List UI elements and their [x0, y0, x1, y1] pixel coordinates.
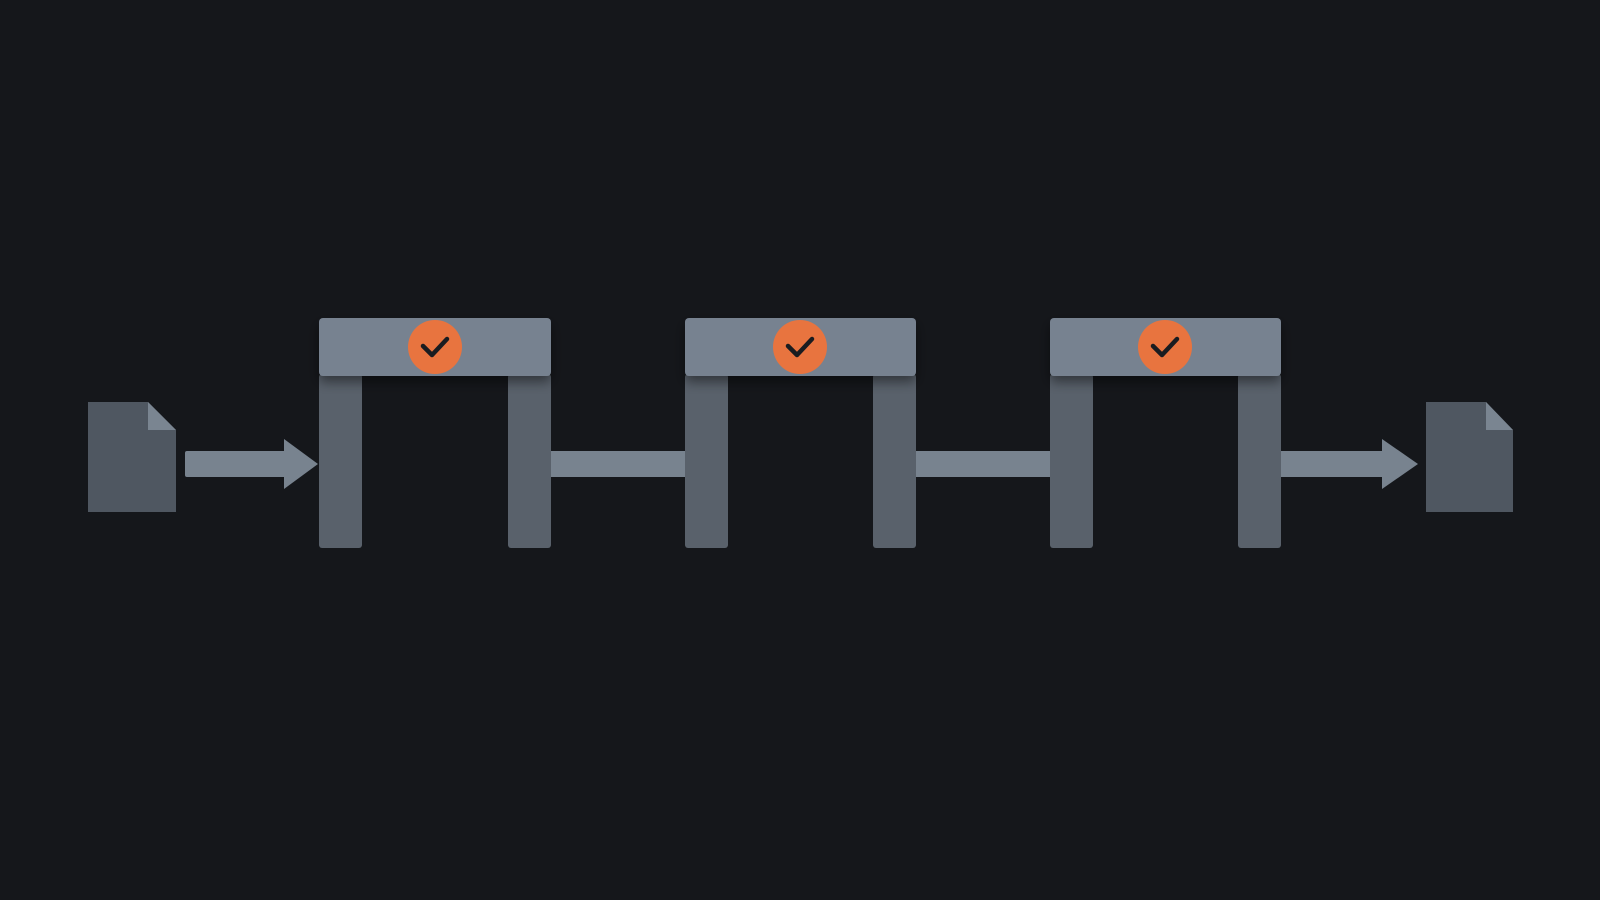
gate-3-left-leg — [1050, 374, 1093, 548]
gate-1-checkmark-icon — [420, 336, 450, 358]
output-document-fold — [1486, 402, 1513, 430]
gate-2-status-badge — [773, 320, 827, 374]
gate-3 — [1050, 318, 1281, 548]
input-arrow-head — [284, 439, 318, 489]
gate-2-right-leg — [873, 374, 916, 548]
connector-1-2 — [551, 451, 685, 477]
output-arrow — [1281, 439, 1418, 489]
gate-1 — [319, 318, 551, 548]
gate-3-status-badge — [1138, 320, 1192, 374]
output-document-icon — [1426, 402, 1513, 512]
gate-2 — [685, 318, 916, 548]
gate-1-status-badge — [408, 320, 462, 374]
connector-2-3 — [916, 451, 1050, 477]
output-arrow-head — [1382, 439, 1418, 489]
gate-1-left-leg — [319, 374, 362, 548]
gate-3-right-leg — [1238, 374, 1281, 548]
gate-1-right-leg — [508, 374, 551, 548]
gate-2-left-leg — [685, 374, 728, 548]
input-document-fold — [148, 402, 176, 430]
input-arrow — [185, 439, 318, 489]
input-document-icon — [88, 402, 176, 512]
output-arrow-shaft — [1281, 451, 1385, 477]
input-arrow-shaft — [185, 451, 287, 477]
gate-3-checkmark-icon — [1150, 336, 1180, 358]
gate-2-checkmark-icon — [785, 336, 815, 358]
